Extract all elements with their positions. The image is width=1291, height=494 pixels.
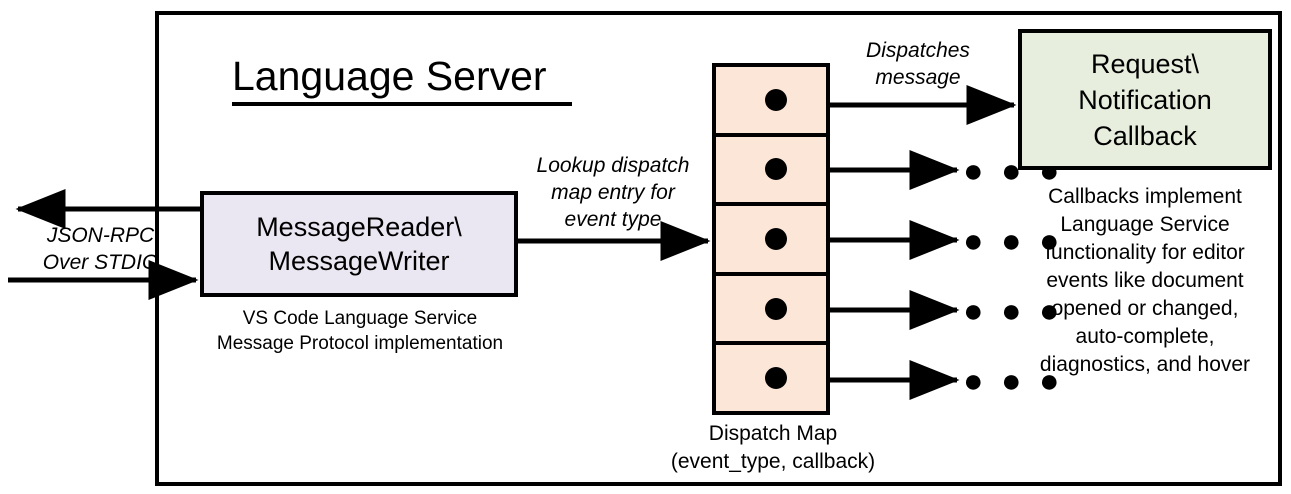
callback-pointer-dot-icon: [765, 88, 787, 111]
message-node-caption: VS Code Language Service Message Protoco…: [185, 306, 535, 356]
message-node-line-1: MessageReader\: [256, 212, 462, 242]
dispatch-map-row[interactable]: [716, 345, 826, 411]
message-caption-line-1: VS Code Language Service: [242, 308, 478, 329]
dispatch-map-caption: Dispatch Map (event_type, callback): [638, 420, 908, 476]
lookup-line-3: event type: [564, 208, 662, 231]
json-rpc-line-1: JSON-RPC: [46, 224, 155, 247]
callback-caption-line-1: Callbacks implement: [1048, 185, 1242, 208]
callback-pointer-dot-icon: [765, 297, 787, 320]
edge-label-dispatches-message: Dispatches message: [828, 37, 1008, 91]
request-notification-callback-node[interactable]: Request\ Notification Callback: [1018, 29, 1272, 170]
dispatch-map-row[interactable]: [716, 206, 826, 276]
dispatch-map-row[interactable]: [716, 137, 826, 207]
lookup-line-1: Lookup dispatch: [536, 154, 690, 177]
dispatch-caption-line-1: Dispatch Map: [708, 422, 838, 445]
callback-pointer-dot-icon: [765, 367, 787, 390]
callback-caption-line-3: functionality for editor: [1045, 241, 1245, 264]
callback-caption-line-2: Language Service: [1060, 213, 1230, 236]
callback-pointer-dot-icon: [765, 227, 787, 250]
dispatch-caption-line-2: (event_type, callback): [670, 450, 876, 473]
callback-caption-line-4: events like document: [1046, 269, 1244, 292]
callback-pointer-dot-icon: [765, 158, 787, 181]
callback-caption-line-5: opened or changed,: [1051, 297, 1239, 320]
message-node-line-2: MessageWriter: [268, 246, 450, 276]
json-rpc-line-2: Over STDIO: [42, 251, 159, 274]
lookup-line-2: map entry for: [551, 181, 675, 204]
edge-label-json-rpc: JSON-RPC Over STDIO: [18, 222, 183, 276]
callback-node-line-3: Callback: [1093, 120, 1197, 151]
edge-label-lookup-dispatch: Lookup dispatch map entry for event type: [518, 152, 708, 233]
callback-node-line-2: Notification: [1078, 84, 1212, 115]
message-caption-line-2: Message Protocol implementation: [216, 333, 504, 354]
dispatches-line-1: Dispatches: [866, 39, 970, 62]
dispatch-map-row[interactable]: [716, 276, 826, 346]
dispatches-line-2: message: [875, 66, 961, 89]
dispatch-map-table[interactable]: [712, 63, 830, 415]
callback-caption-line-7: diagnostics, and hover: [1039, 353, 1251, 376]
dispatch-map-row[interactable]: [716, 67, 826, 137]
language-server-boundary: [155, 11, 1282, 486]
callback-caption-line-6: auto-complete,: [1075, 325, 1215, 348]
page-title: Language Server: [232, 52, 572, 106]
message-reader-writer-node[interactable]: MessageReader\ MessageWriter: [200, 191, 518, 297]
callback-node-caption: Callbacks implement Language Service fun…: [1007, 183, 1283, 379]
callback-node-line-1: Request\: [1090, 48, 1200, 79]
